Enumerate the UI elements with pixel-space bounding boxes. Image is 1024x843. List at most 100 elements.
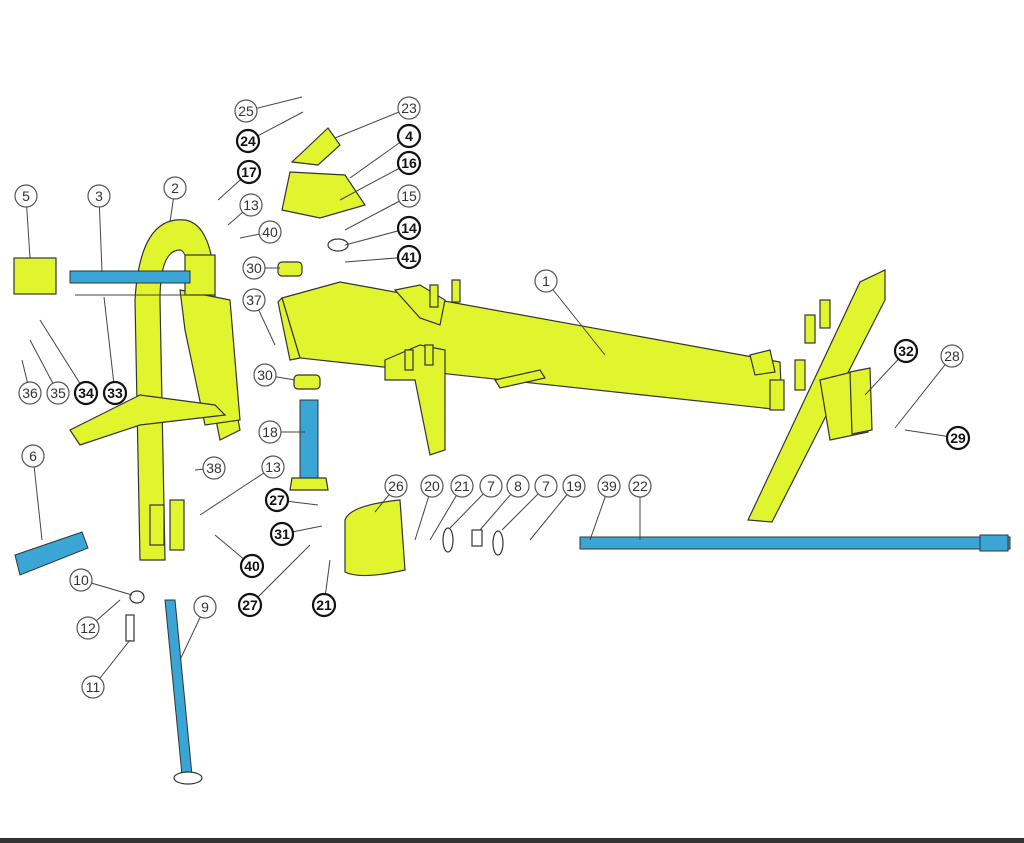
callout-circle (163, 176, 187, 200)
callout-20: 20 (420, 474, 444, 498)
callout-number: 1 (542, 273, 550, 289)
callout-number: 17 (241, 164, 257, 180)
callout-number: 13 (243, 197, 259, 213)
callout-27: 27 (237, 592, 263, 618)
callout-circle (396, 215, 422, 241)
callout-number: 40 (262, 224, 278, 240)
callout-circle (69, 568, 93, 592)
callout-circle (945, 425, 971, 451)
callout-circle (76, 616, 100, 640)
part-14-washer (327, 238, 349, 252)
callout-circle (534, 269, 558, 293)
callout-circle (242, 256, 266, 280)
callout-34: 34 (73, 380, 99, 406)
callout-28: 28 (940, 344, 964, 368)
callout-number: 2 (171, 180, 179, 196)
callout-circle (193, 595, 217, 619)
callout-number: 21 (316, 597, 332, 613)
callout-17: 17 (236, 159, 262, 185)
callout-7: 7 (534, 474, 558, 498)
callout-number: 32 (898, 343, 914, 359)
callout-16: 16 (396, 150, 422, 176)
callout-13: 13 (239, 193, 263, 217)
callout-number: 15 (401, 188, 417, 204)
callout-11: 11 (81, 675, 105, 699)
callout-12: 12 (76, 616, 100, 640)
part-5-bracket (13, 257, 57, 295)
callout-circle (73, 380, 99, 406)
callout-33: 33 (102, 380, 128, 406)
callout-number: 14 (401, 220, 417, 236)
callout-27: 27 (264, 487, 290, 513)
callout-circle (242, 288, 266, 312)
callout-circle (239, 193, 263, 217)
callout-number: 24 (240, 133, 256, 149)
leader-line (529, 485, 575, 541)
part-cross-member (747, 269, 886, 523)
callout-circle (628, 474, 652, 498)
callout-circle (264, 487, 290, 513)
callout-7: 7 (479, 474, 503, 498)
callout-circle (384, 474, 408, 498)
callout-circle (18, 381, 42, 405)
callout-37: 37 (242, 288, 266, 312)
callout-number: 31 (274, 526, 290, 542)
callout-circle (397, 184, 421, 208)
callout-19: 19 (562, 474, 586, 498)
callout-number: 7 (487, 478, 495, 494)
callout-circle (21, 444, 45, 468)
part-7-washer-b (492, 530, 504, 556)
callout-2: 2 (163, 176, 187, 200)
callout-number: 5 (22, 188, 30, 204)
leader-line (98, 195, 103, 273)
callout-10: 10 (69, 568, 93, 592)
leader-line (103, 296, 116, 394)
callout-circle (396, 150, 422, 176)
callout-number: 41 (401, 249, 417, 265)
callout-39: 39 (597, 474, 621, 498)
callout-circle (239, 553, 265, 579)
leader-line (39, 319, 87, 394)
callout-circle (397, 96, 421, 120)
callout-number: 20 (424, 478, 440, 494)
callout-circle (234, 99, 258, 123)
callout-30: 30 (253, 363, 277, 387)
leader-line (199, 466, 274, 516)
callout-6: 6 (21, 444, 45, 468)
callout-25: 25 (234, 99, 258, 123)
callout-circle (420, 474, 444, 498)
leader-line (339, 162, 410, 201)
part-4-bracket (281, 171, 366, 219)
callout-26: 26 (384, 474, 408, 498)
callout-circle (81, 675, 105, 699)
callout-38: 38 (202, 456, 226, 480)
callout-number: 16 (401, 155, 417, 171)
callout-5: 5 (14, 184, 38, 208)
callout-40: 40 (239, 553, 265, 579)
callout-circle (46, 381, 70, 405)
callout-number: 26 (388, 478, 404, 494)
callout-number: 36 (22, 385, 38, 401)
part-10-washer (129, 590, 145, 604)
callout-number: 37 (246, 292, 262, 308)
callout-number: 29 (950, 430, 966, 446)
part-9-pin (164, 599, 193, 776)
callout-circle (258, 420, 282, 444)
leader-line (545, 280, 606, 356)
callout-circle (479, 474, 503, 498)
callout-circle (450, 474, 474, 498)
callout-number: 4 (405, 128, 413, 144)
callout-3: 3 (87, 184, 111, 208)
callout-circle (562, 474, 586, 498)
callout-number: 27 (242, 597, 258, 613)
callout-14: 14 (396, 215, 422, 241)
callout-number: 21 (454, 478, 470, 494)
callout-number: 18 (262, 424, 278, 440)
part-18-base (289, 477, 329, 491)
leader-line (344, 195, 410, 231)
callout-30: 30 (242, 256, 266, 280)
part-main-beam (277, 279, 831, 456)
callout-21: 21 (311, 592, 337, 618)
callout-number: 8 (514, 478, 522, 494)
